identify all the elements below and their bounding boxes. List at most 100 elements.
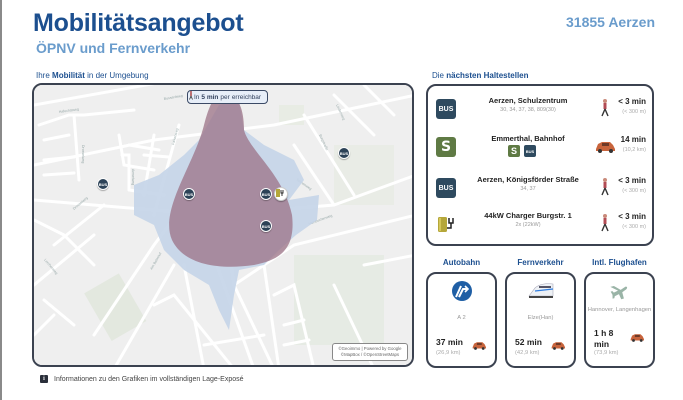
card-time: 37 min [436,337,463,347]
walking-person-icon [601,214,609,232]
page-subtitle: ÖPNV und Fernverkehr [36,40,191,56]
attribution-line: ©Geoimmo | Powered by Google [338,346,402,352]
svg-text:Bussardweg: Bussardweg [163,94,183,101]
stop-distance: (< 300 m) [622,109,646,115]
card-subtitle: Elze(Han) [527,315,554,321]
stop-row[interactable]: BUS Aerzen, Königsförder Straße 34, 37 <… [428,174,652,204]
badge-suffix: erreichbar [231,93,262,101]
pin-label: BUS [184,191,194,197]
map-pin-bus[interactable]: BUS [338,147,350,159]
walking-person-icon [601,178,609,196]
bus-icon: BUS [436,178,456,198]
highway-icon [451,281,472,301]
stop-lines: 34, 37 [520,186,536,192]
card-subtitle: Hannover, Langenhagen [587,307,652,313]
train-icon [527,283,553,298]
pin-label: BUS [261,191,271,197]
walking-person-icon [189,91,193,100]
car-icon [630,334,644,342]
info-icon: i [40,375,48,383]
stops-section-label: Die nächsten Haltestellen [432,71,529,80]
map-tiles: Hafechtsweg Drosselweg Amselweg Bussardw… [34,85,412,365]
map-pin-bus[interactable]: BUS [260,188,272,200]
pin-label: BUS [339,150,349,156]
map-pin-bus[interactable]: BUS [260,220,272,232]
s-bahn-icon: S [436,137,456,157]
label-prefix: Die [432,71,445,80]
pin-label: BUS [261,223,271,229]
car-icon [596,142,615,153]
map-pin-charger[interactable] [274,187,288,201]
stop-time: < 3 min [618,212,646,221]
bus-icon: BUS [436,99,456,119]
card-title-autobahn: Autobahn [442,258,481,267]
card-distance: (42,9 km) [515,350,540,356]
stop-distance: (10,2 km) [622,147,646,153]
stop-lines: 2x (22kW) [515,222,541,228]
card-flughafen[interactable]: Hannover, Langenhagen 1 h 8 min (73,9 km… [584,272,655,368]
airplane-icon [609,285,627,300]
stop-lines: 30, 34, 37, 38, 809(30) [500,107,556,113]
attribution-line: ©MapBox / ©OpenStreetMaps [340,352,400,358]
s-bahn-badge-icon: S [508,145,520,157]
card-title-flughafen: Intl. Flughafen [592,258,647,267]
map-pin-bus[interactable]: BUS [97,178,109,190]
pin-label: BUS [98,181,108,187]
icon-label: S [440,139,452,155]
isochrone-badge: In 5 min per erreichbar [187,90,269,104]
walking-person-icon [601,99,609,117]
badge-bold: 5 min [201,93,219,101]
stop-name: Emmerthal, Bahnhof [491,134,565,143]
map-section-label: Ihre Mobilität in der Umgebung [36,71,149,80]
stop-time: < 3 min [618,97,646,106]
card-distance: (73,9 km) [594,350,619,356]
svg-text:Drosselweg: Drosselweg [81,145,85,163]
badge-prefix: In [194,93,200,101]
stop-name: Aerzen, Schulzentrum [488,96,568,105]
car-icon [472,342,486,350]
label-bold: Mobilität [52,71,85,80]
card-time: 52 min [515,337,542,347]
card-time: 1 h 8 min [594,328,614,350]
icon-label: BUS [438,105,454,113]
stop-row[interactable]: BUS Aerzen, Schulzentrum 30, 34, 37, 38,… [428,95,652,125]
map-pin-bus[interactable]: BUS [183,188,195,200]
svg-text:Amselweg: Amselweg [131,169,135,185]
charger-glyph [438,217,454,232]
badge-mid: per [220,93,230,101]
card-fernverkehr[interactable]: Elze(Han) 52 min (42,9 km) [505,272,576,368]
card-subtitle: A 2 [457,315,466,321]
stop-line-badges: S BUS [508,145,536,157]
map-view[interactable]: Hafechtsweg Drosselweg Amselweg Bussardw… [32,83,414,367]
charger-icon [276,189,284,197]
label-prefix: Ihre [36,71,50,80]
label-suffix: in der Umgebung [87,71,149,80]
svg-text:Falkenweg: Falkenweg [171,128,179,145]
card-distance: (26,9 km) [436,350,461,356]
label-bold: nächsten Haltestellen [446,71,529,80]
car-icon [551,342,565,350]
svg-text:Hafechtsweg: Hafechtsweg [59,107,80,114]
stop-name: 44kW Charger Burgstr. 1 [484,211,572,220]
nearest-stops-panel: BUS Aerzen, Schulzentrum 30, 34, 37, 38,… [426,84,654,246]
charger-icon [436,214,456,234]
card-title-fernverkehr: Fernverkehr [517,258,564,267]
left-border-rule [0,0,2,400]
svg-text:Lindenweg: Lindenweg [335,104,346,121]
card-autobahn[interactable]: A 2 37 min (26,9 km) [426,272,497,368]
stop-distance: (< 300 m) [622,224,646,230]
stop-time: < 3 min [618,176,646,185]
stop-time: 14 min [620,135,646,144]
location-label: 31855 Aerzen [566,14,655,30]
icon-label: BUS [438,184,454,192]
stop-distance: (< 300 m) [622,188,646,194]
stop-row[interactable]: 44kW Charger Burgstr. 1 2x (22kW) < 3 mi… [428,210,652,240]
svg-text:Burgstraße: Burgstraße [318,134,329,151]
footer-text: Informationen zu den Grafiken im vollstä… [54,375,244,383]
stop-row[interactable]: S Emmerthal, Bahnhof S BUS 14 min (10,2 … [428,133,652,163]
footer-note: i Informationen zu den Grafiken im volls… [40,375,244,383]
bus-badge-icon: BUS [524,145,536,157]
page-title: Mobilitätsangebot [33,9,244,37]
map-attribution: ©Geoimmo | Powered by Google ©MapBox / ©… [332,343,408,361]
stop-name: Aerzen, Königsförder Straße [477,175,579,184]
